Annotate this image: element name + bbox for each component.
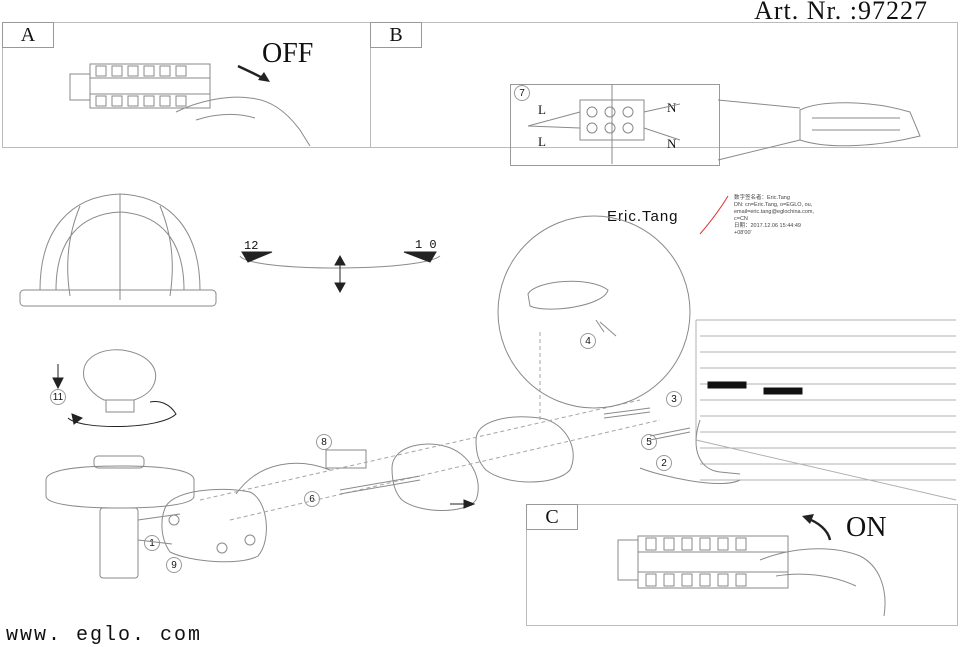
step-11: 11: [50, 389, 66, 405]
article-number: Art. Nr. :97227: [754, 0, 928, 25]
terminal-diagram: [510, 84, 720, 166]
terminal-label-n1: N: [667, 100, 677, 115]
signature-details: 数字签名者：Eric.Tang DN: cn=Eric.Tang, o=EGLO…: [734, 195, 815, 236]
terminal-block-icon: [325, 449, 367, 469]
step-4: 4: [580, 333, 596, 349]
connector-detail-icon: [799, 102, 921, 147]
panel-c: [526, 504, 958, 626]
mounting-plate-icon: [161, 488, 267, 563]
wall-bracket-icon: [475, 416, 574, 483]
lamp-body-icon: [45, 465, 195, 509]
drill-hole-icon: [763, 387, 803, 395]
terminal-label-l2: L: [538, 134, 546, 149]
terminal-block-c-icon: [617, 535, 789, 589]
step-3: 3: [666, 391, 682, 407]
website-url: www. eglo. com: [6, 624, 203, 647]
step-5: 5: [641, 434, 657, 450]
panel-c-label: C: [526, 504, 578, 530]
hand-c-icon: [759, 548, 886, 617]
rotation-label-left: 12: [244, 239, 259, 253]
light-bulb-icon: [83, 349, 156, 413]
lamp-shade-icon: [39, 193, 201, 300]
detail-magnifier-icon: [497, 215, 691, 409]
terminal-block-a-icon: [69, 63, 211, 109]
step-7: 7: [514, 85, 530, 101]
signature-flourish-icon: [699, 195, 729, 235]
step-9: 9: [166, 557, 182, 573]
rotation-label-right: 1 0: [415, 238, 437, 252]
panel-a-action-off: OFF: [262, 38, 314, 69]
terminal-label-l1: L: [538, 102, 546, 117]
terminal-label-n2: N: [667, 136, 677, 151]
panel-a-label: A: [2, 22, 54, 48]
step-8: 8: [316, 434, 332, 450]
panel-b-label: B: [370, 22, 422, 48]
panel-b: [370, 22, 958, 148]
hand-a-icon: [175, 96, 311, 147]
panel-c-action-on: ON: [846, 512, 887, 543]
step-2: 2: [656, 455, 672, 471]
cable-icon: [639, 419, 741, 484]
drill-hole-icon: [707, 381, 747, 389]
wall-plate-icon: [391, 443, 479, 511]
